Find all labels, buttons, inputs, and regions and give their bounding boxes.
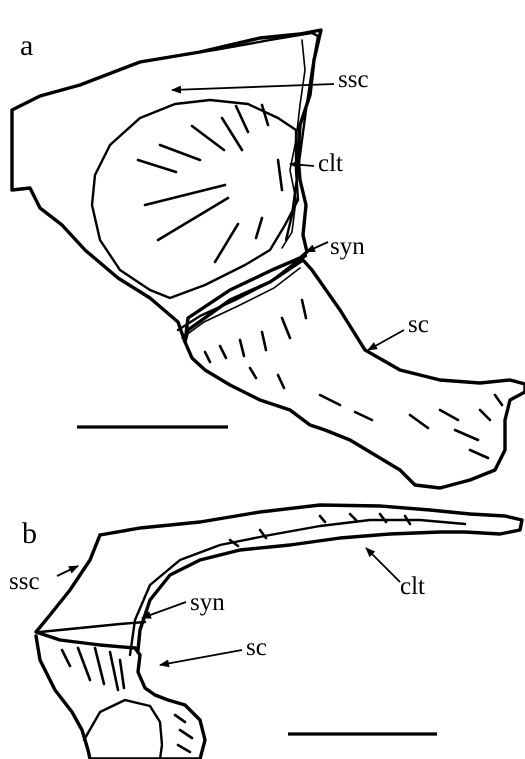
arrow-ssc-b: [57, 566, 78, 576]
arrow-sc-a: [368, 330, 404, 350]
scapula-striations-a: [205, 300, 502, 458]
label-ssc-a: ssc: [338, 66, 369, 93]
synchondrosis-a-2: [182, 268, 300, 338]
label-ssc-b: ssc: [9, 568, 40, 595]
label-sc-b: sc: [246, 634, 267, 661]
panel-b: b ssc s: [9, 505, 522, 759]
suprascapula-outline-a: [12, 30, 321, 342]
arrow-syn-a: [306, 242, 328, 252]
panel-a: a: [12, 29, 525, 488]
label-clt-a: clt: [318, 150, 343, 177]
scapula-outline-a: [185, 260, 525, 488]
arrow-clt-b: [366, 548, 400, 582]
suprascapula-line-b: [40, 622, 145, 632]
scapula-outline-b: [36, 636, 205, 759]
arrow-sc-b: [160, 650, 242, 665]
label-sc-a: sc: [408, 311, 429, 338]
label-clt-b: clt: [400, 573, 425, 600]
panel-a-letter: a: [20, 29, 33, 62]
label-syn-b: syn: [190, 589, 225, 616]
fan-striations-a: [138, 105, 282, 262]
panel-b-letter: b: [22, 517, 37, 550]
arrow-clt-a: [290, 164, 314, 166]
scapula-head-b: [84, 700, 162, 759]
label-syn-a: syn: [330, 233, 365, 260]
